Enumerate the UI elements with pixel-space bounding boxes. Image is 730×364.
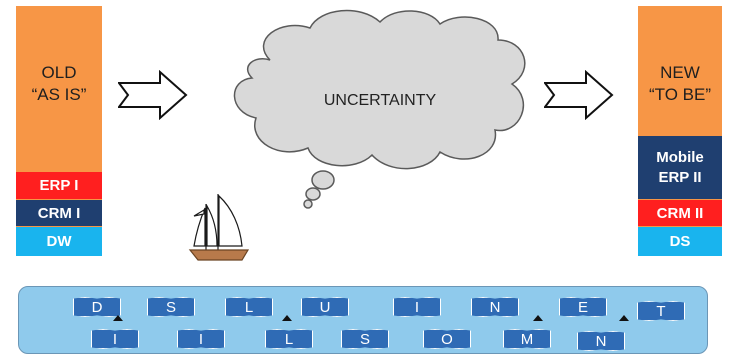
- old-title-line1: OLD: [41, 63, 77, 82]
- old-title-line2: “AS IS”: [31, 85, 87, 104]
- erp-i-band: ERP I: [16, 172, 102, 199]
- flag-top-7: E: [559, 297, 607, 317]
- dw-band: DW: [16, 227, 102, 256]
- sailboat-icon: [188, 194, 250, 261]
- right-arrow-icon: [118, 70, 188, 120]
- crm-ii-band: CRM II: [638, 200, 722, 226]
- flag-top-6: N: [471, 297, 519, 317]
- old-as-is-column: OLD “AS IS” ERP I CRM I DW: [16, 6, 102, 256]
- mobile-erp-ii-line2: ERP II: [658, 168, 702, 186]
- new-title-line1: NEW: [660, 63, 700, 82]
- triangle-marker: [282, 315, 292, 321]
- flag-bottom-7: N: [577, 331, 625, 351]
- crm-i-band: CRM I: [16, 200, 102, 226]
- flag-bottom-1: I: [91, 329, 139, 349]
- new-title-line2: “TO BE”: [648, 85, 712, 104]
- flag-bottom-5: O: [423, 329, 471, 349]
- flag-top-2: S: [147, 297, 195, 317]
- flag-bottom-4: S: [341, 329, 389, 349]
- right-arrow-icon: [544, 70, 614, 120]
- flag-top-5: I: [393, 297, 441, 317]
- new-to-be-column: NEW “TO BE” Mobile ERP II CRM II DS: [638, 6, 722, 256]
- flag-bottom-3: L: [265, 329, 313, 349]
- flag-top-8: T: [637, 301, 685, 321]
- word-banner: D S L U I N E T I I L S O M N: [18, 286, 708, 354]
- uncertainty-label: UNCERTAINTY: [323, 92, 437, 109]
- triangle-marker: [533, 315, 543, 321]
- flag-top-4: U: [301, 297, 349, 317]
- triangle-marker: [619, 315, 629, 321]
- mobile-erp-ii-band: Mobile ERP II: [638, 136, 722, 199]
- flag-bottom-6: M: [503, 329, 551, 349]
- flag-top-3: L: [225, 297, 273, 317]
- flag-bottom-2: I: [177, 329, 225, 349]
- flag-top-1: D: [73, 297, 121, 317]
- ds-band: DS: [638, 227, 722, 256]
- triangle-marker: [113, 315, 123, 321]
- mobile-erp-ii-line1: Mobile: [656, 148, 704, 166]
